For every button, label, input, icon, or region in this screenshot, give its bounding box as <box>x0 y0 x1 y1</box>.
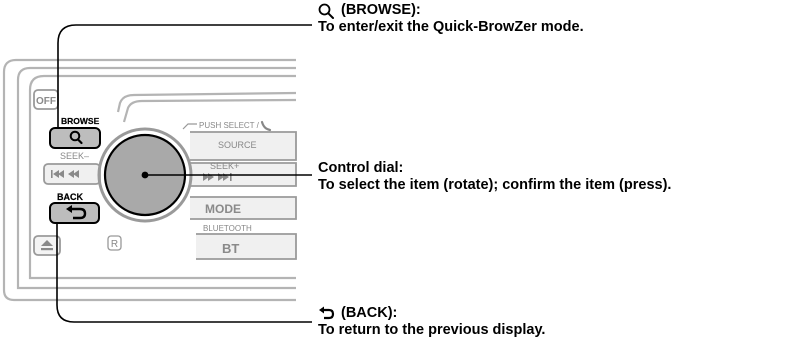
eject-icon <box>41 240 53 251</box>
skip-back-icon <box>51 170 79 178</box>
off-button-label: OFF <box>36 96 56 107</box>
phone-icon <box>260 120 272 132</box>
back-callout-title: (BACK): <box>341 305 398 321</box>
browse-button[interactable] <box>49 127 101 149</box>
r-mark: R <box>107 235 122 251</box>
search-icon <box>318 3 335 19</box>
back-arrow-icon <box>318 306 335 322</box>
mode-label: MODE <box>205 202 241 216</box>
r-mark-label: R <box>111 239 118 250</box>
back-button[interactable] <box>49 202 100 224</box>
browse-callout-description: To enter/exit the Quick-BrowZer mode. <box>318 19 584 35</box>
push-select-label: PUSH SELECT / <box>199 121 260 130</box>
browse-callout-line <box>57 24 312 128</box>
bt-label: BT <box>222 241 239 256</box>
browse-callout: (BROWSE): To enter/exit the Quick-BrowZe… <box>318 2 584 36</box>
seek-forward-button[interactable]: SEEK+ <box>190 161 297 187</box>
callout-lines <box>56 24 312 323</box>
bt-button[interactable]: BT <box>196 233 297 260</box>
dial-callout-title: Control dial: <box>318 160 404 176</box>
source-label: SOURCE <box>218 140 257 150</box>
seek-back-button[interactable] <box>43 163 101 185</box>
eject-button[interactable] <box>33 235 61 256</box>
faceplate <box>2 58 297 302</box>
off-button[interactable]: OFF <box>33 89 59 110</box>
seek-minus-label: SEEK– <box>60 151 89 161</box>
source-button[interactable]: SOURCE <box>190 131 297 161</box>
dial-callout-description: To select the item (rotate); confirm the… <box>318 177 672 193</box>
browse-label: BROWSE <box>61 116 100 126</box>
browse-callout-title: (BROWSE): <box>341 2 421 18</box>
back-callout-line <box>56 223 312 323</box>
bluetooth-label: BLUETOOTH <box>203 224 252 233</box>
back-label: BACK <box>57 192 83 202</box>
back-arrow-icon <box>66 205 87 220</box>
dial-callout: Control dial: To select the item (rotate… <box>318 160 671 194</box>
mode-button[interactable]: MODE <box>190 196 297 220</box>
search-icon <box>69 130 83 145</box>
back-callout-description: To return to the previous display. <box>318 322 546 338</box>
seek-plus-label: SEEK+ <box>210 161 239 171</box>
back-callout: (BACK): To return to the previous displa… <box>318 305 545 339</box>
